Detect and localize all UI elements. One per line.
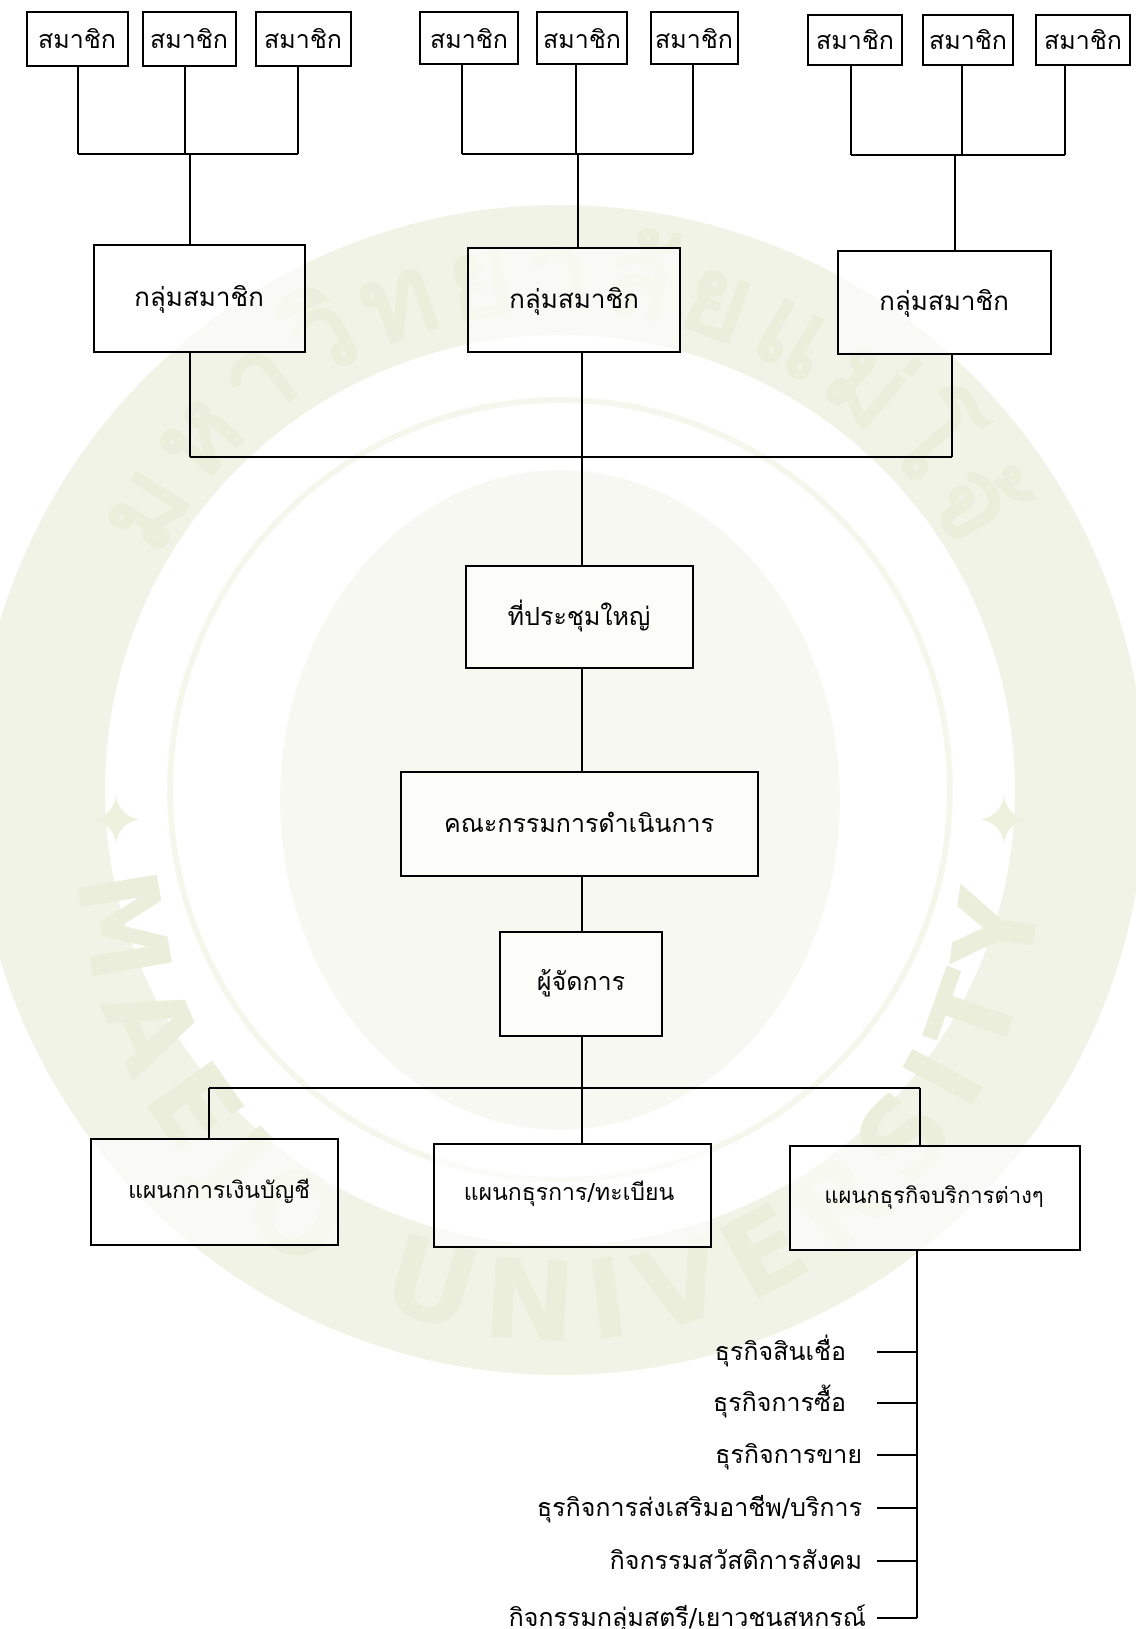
- member-box: สมาชิก: [807, 14, 903, 66]
- committee-box: คณะกรรมการดำเนินการ: [400, 771, 759, 877]
- committee-label: คณะกรรมการดำเนินการ: [444, 809, 714, 838]
- member-group-box: กลุ่มสมาชิก: [837, 250, 1052, 355]
- business-item: ธุรกิจการขาย: [715, 1440, 862, 1470]
- member-label: สมาชิก: [1044, 26, 1122, 55]
- member-label: สมาชิก: [543, 25, 621, 54]
- business-item: ธุรกิจสินเชื่อ: [715, 1334, 846, 1367]
- member-box: สมาชิก: [142, 11, 237, 67]
- member-box: สมาชิก: [922, 14, 1014, 66]
- group-row: กลุ่มสมาชิก กลุ่มสมาชิก กลุ่มสมาชิก: [93, 244, 1052, 355]
- department-label: แผนกธุรกิจบริการต่างๆ: [824, 1184, 1043, 1209]
- member-label: สมาชิก: [38, 25, 116, 54]
- member-label: สมาชิก: [655, 25, 733, 54]
- member-box: สมาชิก: [419, 11, 519, 65]
- member-label: สมาชิก: [150, 25, 228, 54]
- business-item: ธุรกิจการส่งเสริมอาชีพ/บริการ: [537, 1493, 862, 1523]
- connector-lines: [77, 64, 1066, 1619]
- member-label: สมาชิก: [430, 25, 508, 54]
- member-label: สมาชิก: [816, 26, 894, 55]
- department-box: แผนกการเงินบัญชี: [90, 1138, 339, 1246]
- member-box: สมาชิก: [255, 11, 352, 67]
- member-box: สมาชิก: [650, 11, 739, 65]
- general-meeting-box: ที่ประชุมใหญ่: [465, 565, 694, 669]
- member-group-label: กลุ่มสมาชิก: [134, 283, 264, 313]
- member-box: สมาชิก: [1035, 14, 1131, 66]
- member-group-label: กลุ่มสมาชิก: [509, 285, 639, 315]
- department-label: แผนกการเงินบัญชี: [128, 1178, 310, 1204]
- manager-box: ผู้จัดการ: [499, 931, 663, 1037]
- member-label: สมาชิก: [264, 25, 342, 54]
- member-box: สมาชิก: [536, 11, 628, 65]
- member-label: สมาชิก: [929, 26, 1007, 55]
- business-item: กิจกรรมกลุ่มสตรี/เยาวชนสหกรณ์: [509, 1603, 866, 1629]
- manager-label: ผู้จัดการ: [537, 967, 625, 997]
- business-item: ธุรกิจการซื้อ: [713, 1384, 846, 1418]
- department-label: แผนกธุรการ/ทะเบียน: [464, 1180, 675, 1206]
- department-box: แผนกธุรการ/ทะเบียน: [433, 1143, 712, 1248]
- business-item: กิจกรรมสวัสดิการสังคม: [610, 1546, 862, 1575]
- member-group-box: กลุ่มสมาชิก: [93, 244, 306, 353]
- member-row: สมาชิก สมาชิก สมาชิก สมาชิก สมาชิก สมาชิ…: [26, 11, 1131, 67]
- member-box: สมาชิก: [26, 11, 129, 67]
- business-item-list: ธุรกิจสินเชื่อ ธุรกิจการซื้อ ธุรกิจการขา…: [509, 1334, 866, 1629]
- svg-text:✦: ✦: [975, 780, 1034, 862]
- member-group-label: กลุ่มสมาชิก: [879, 287, 1009, 317]
- department-row: แผนกการเงินบัญชี แผนกธุรการ/ทะเบียน แผนก…: [90, 1138, 1081, 1251]
- member-group-box: กลุ่มสมาชิก: [467, 247, 681, 353]
- svg-text:✦: ✦: [87, 780, 146, 862]
- department-box: แผนกธุรกิจบริการต่างๆ: [789, 1145, 1081, 1251]
- general-meeting-label: ที่ประชุมใหญ่: [508, 599, 651, 632]
